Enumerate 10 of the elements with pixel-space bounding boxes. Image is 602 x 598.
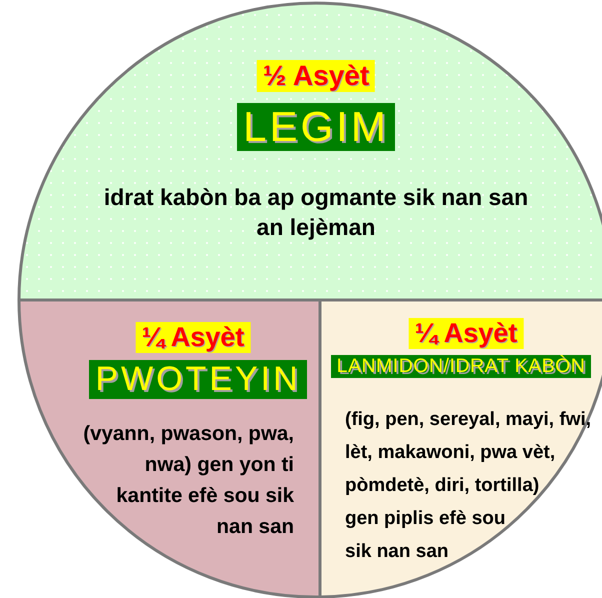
plate-section: [320, 300, 602, 598]
description: (vyann, pwason, pwa, nwa) gen yon ti kantite efè sou sik nan san: [83, 422, 294, 538]
description: idrat kabòn ba ap ogmante sik nan san an lejèman: [104, 184, 528, 240]
portion-label: ¼ Asyèt: [136, 322, 250, 353]
food-group-heading: LANMIDON/IDRAT KABÒN: [330, 355, 592, 378]
portion-label: ¼ Asyèt: [408, 318, 524, 349]
food-group-heading: PWOTEYIN: [89, 360, 307, 399]
portion-label: ½ Asyèt: [256, 60, 376, 92]
food-group-heading: LEGIM: [237, 103, 395, 151]
description: (fig, pen, sereyal, mayi, fwi, lèt, makawoni, pwa vèt, pòmdetè, diri, tortilla) gen piplis efè sou sik nan san: [345, 409, 592, 562]
